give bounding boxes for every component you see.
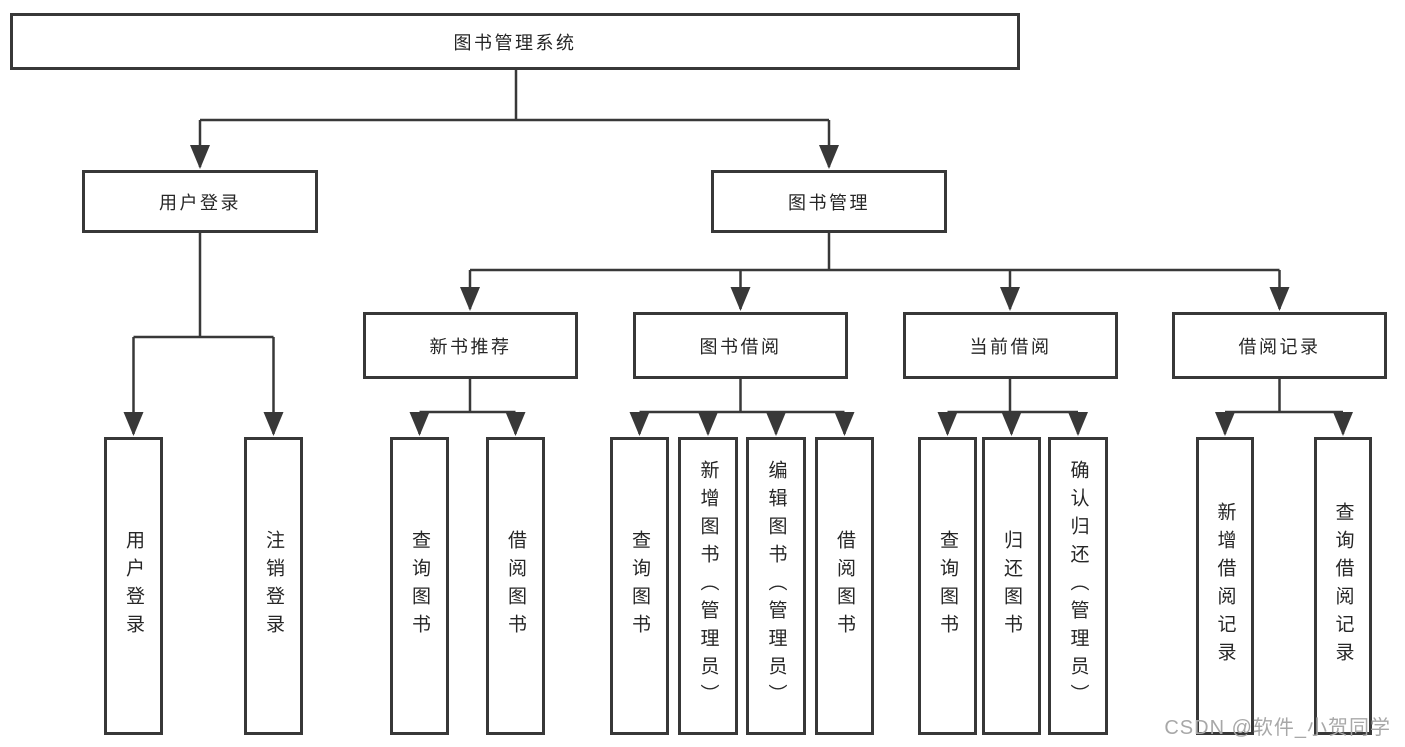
node-label: 图书管理系统: [453, 32, 577, 53]
node-label: 确认归还（管理员）: [1067, 460, 1089, 712]
node-leaf-logout: 注销登录: [244, 437, 303, 735]
node-leaf-confirm-return-admin: 确认归还（管理员）: [1048, 437, 1108, 735]
node-label: 借阅图书: [505, 530, 526, 642]
node-user-login: 用户登录: [82, 170, 318, 233]
node-label: 查询借阅记录: [1332, 502, 1354, 670]
node-leaf-query-books: 查询图书: [610, 437, 669, 735]
node-label: 归还图书: [1001, 530, 1022, 642]
node-leaf-query-borrow-record: 查询借阅记录: [1314, 437, 1372, 735]
node-label: 借阅记录: [1238, 336, 1321, 357]
node-book-management: 图书管理: [711, 170, 947, 233]
node-label: 新增图书（管理员）: [697, 460, 719, 712]
node-leaf-add-books-admin: 新增图书（管理员）: [678, 437, 738, 735]
node-label: 当前借阅: [969, 336, 1052, 357]
node-leaf-add-borrow-record: 新增借阅记录: [1196, 437, 1254, 735]
node-leaf-borrow-books: 借阅图书: [486, 437, 545, 735]
node-label: 注销登录: [263, 530, 284, 642]
node-new-book-recommend: 新书推荐: [363, 312, 578, 379]
node-borrow-records: 借阅记录: [1172, 312, 1387, 379]
node-label: 图书管理: [788, 192, 870, 213]
watermark: CSDN @软件_小贺同学: [1164, 717, 1391, 739]
node-leaf-query-books: 查询图书: [390, 437, 449, 735]
node-label: 查询图书: [937, 530, 958, 642]
node-label: 用户登录: [123, 530, 144, 642]
node-label: 查询图书: [629, 530, 650, 642]
node-leaf-user-login: 用户登录: [104, 437, 163, 735]
node-root: 图书管理系统: [10, 13, 1020, 70]
node-label: 查询图书: [409, 530, 430, 642]
node-book-borrow: 图书借阅: [633, 312, 848, 379]
node-label: 用户登录: [159, 192, 241, 213]
node-leaf-edit-books-admin: 编辑图书（管理员）: [746, 437, 806, 735]
node-leaf-borrow-books: 借阅图书: [815, 437, 874, 735]
node-label: 新增借阅记录: [1214, 502, 1236, 670]
node-leaf-query-books: 查询图书: [918, 437, 977, 735]
node-label: 图书借阅: [699, 336, 782, 357]
node-label: 新书推荐: [429, 336, 512, 357]
node-label: 借阅图书: [834, 530, 855, 642]
node-leaf-return-books: 归还图书: [982, 437, 1041, 735]
node-current-borrow: 当前借阅: [903, 312, 1118, 379]
node-label: 编辑图书（管理员）: [765, 460, 787, 712]
